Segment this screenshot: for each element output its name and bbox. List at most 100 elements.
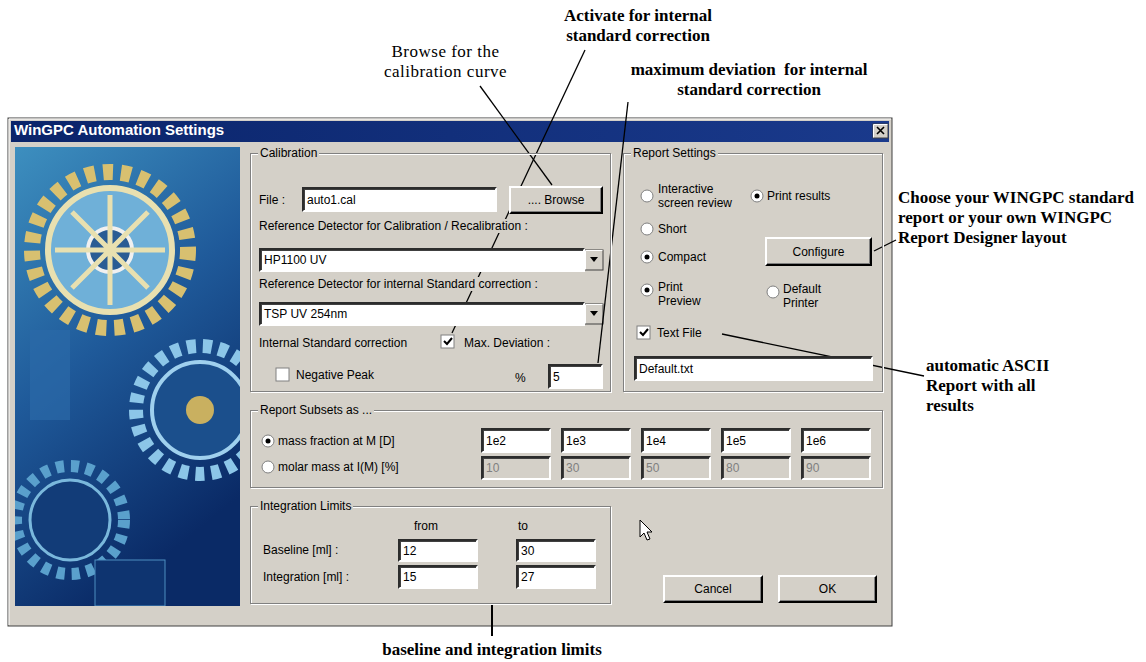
push-button: Configure [765,237,872,266]
text-field: 1e5 [721,428,791,453]
gear-illustration [95,560,165,606]
dialog-frame [9,119,891,625]
control-label: Max. Deviation : [464,336,550,350]
disabled-field: 10 [481,456,551,480]
annotation: Choose your WINGPC standard report or yo… [898,188,1144,248]
button-label: Configure [792,245,844,259]
disabled-field: 80 [721,456,791,480]
text-field: TSP UV 254nm [259,302,585,326]
check-box [637,326,650,339]
control-label: molar mass at I(M) [%] [278,460,399,474]
button-label: .... Browse [528,193,585,207]
field-value: 1e4 [646,434,666,448]
control-label: Internal Standard correction [259,336,407,350]
control-label: Negative Peak [296,368,374,382]
gear-illustration [186,396,214,424]
leader-line [491,605,493,636]
group-box: Report Subsets as ...1e21e31e41e51e61030… [250,410,883,488]
dialog-frame [8,118,892,626]
check-mark [444,338,452,344]
field-value: 30 [566,461,579,475]
close-button [873,124,888,138]
text-field: Default.txt [634,356,873,381]
group-title: Report Subsets as ... [258,403,374,417]
check-box [276,368,289,381]
mouse-cursor [640,520,652,540]
close-button [877,127,884,134]
close-button [874,125,888,138]
field-value: 1e5 [726,434,746,448]
field-value: auto1.cal [307,193,356,207]
check-box [441,335,454,348]
control-label: Integration [ml] : [263,570,349,584]
annotation: maximum deviation for internal standard … [609,60,889,100]
window-title: WinGPC Automation Settings [14,121,224,139]
combo-arrow-button [585,250,603,270]
control-label: Print Preview [658,280,716,308]
control-label: Compact [658,250,706,264]
control-label: Short [658,222,687,236]
dialog-window: WinGPC Automation SettingsCalibration aut… [8,118,892,626]
combo-arrow-button [586,251,603,270]
text-field: 30 [516,539,596,562]
radio-dot [645,255,650,260]
text-field: 27 [516,565,596,589]
dialog-frame [8,118,892,626]
button-label: OK [819,582,836,596]
radio-button [641,251,653,263]
control-label: mass fraction at M [D] [278,434,395,448]
radio-dot [266,439,271,444]
text-field: 1e6 [801,428,871,453]
leader-line [480,86,552,185]
text-field: 1e4 [641,428,711,453]
radio-dot [755,194,760,199]
annotation: baseline and integration limits [342,640,642,660]
text-field: 15 [398,565,478,589]
radio-button [262,461,274,473]
control-label: Reference Detector for Calibration / Rec… [259,219,528,233]
radio-button [262,435,274,447]
group-title: Integration Limits [258,499,353,513]
gear-illustration [48,188,172,312]
gear-illustration [32,172,188,328]
combo-arrow-button [590,311,598,316]
control-label: % [515,371,526,385]
field-value: HP1100 UV [264,253,326,267]
control-label: Default Printer [783,282,841,310]
text-field: 1e2 [481,428,551,453]
field-value: Default.txt [639,362,693,376]
leader-line [874,240,896,251]
text-field: 5 [548,364,603,389]
field-value: 30 [521,544,534,558]
mouse-cursor [640,520,652,540]
annotation: automatic ASCII Report with all results [926,356,1076,416]
text-field: 1e3 [561,428,631,453]
push-button: Cancel [663,575,763,603]
radio-button [641,190,653,202]
field-value: 1e2 [486,434,506,448]
field-value: 10 [486,461,499,475]
field-value: 27 [521,570,534,584]
group-box: Calibrationauto1.cal.... BrowseHP1100 UV… [250,153,611,392]
group-title: Calibration [258,146,319,160]
field-value: 1e3 [566,434,586,448]
dialog-frame [11,121,889,142]
control-label: from [414,519,438,533]
disabled-field: 90 [801,456,871,480]
push-button: OK [778,575,877,603]
field-value: TSP UV 254nm [264,307,347,321]
button-label: Cancel [694,582,731,596]
field-value: 12 [403,544,416,558]
control-label: Print results [767,189,830,203]
leader-line [452,50,924,636]
combo-arrow-button [585,250,603,324]
control-label: to [518,519,528,533]
field-value: 15 [403,570,416,584]
control-label: File : [259,193,285,207]
radio-dot [645,288,650,293]
combo-arrow-button [585,304,603,324]
gear-illustration [30,330,70,420]
control-label: Baseline [ml] : [263,543,338,557]
